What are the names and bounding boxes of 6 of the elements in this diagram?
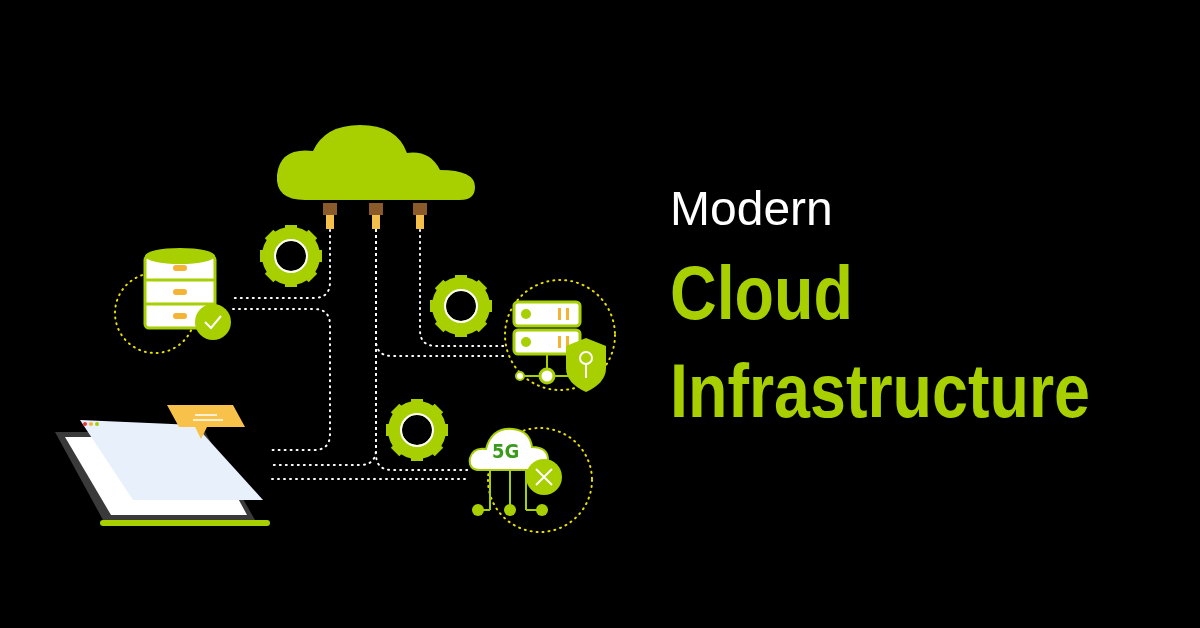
dotted-connector (271, 478, 469, 480)
network-label: 5G (492, 439, 520, 463)
dotted-connector (232, 229, 331, 299)
dotted-connector (375, 229, 469, 471)
title: Modern Cloud Infrastructure (670, 185, 1091, 435)
dotted-connector (232, 308, 331, 451)
